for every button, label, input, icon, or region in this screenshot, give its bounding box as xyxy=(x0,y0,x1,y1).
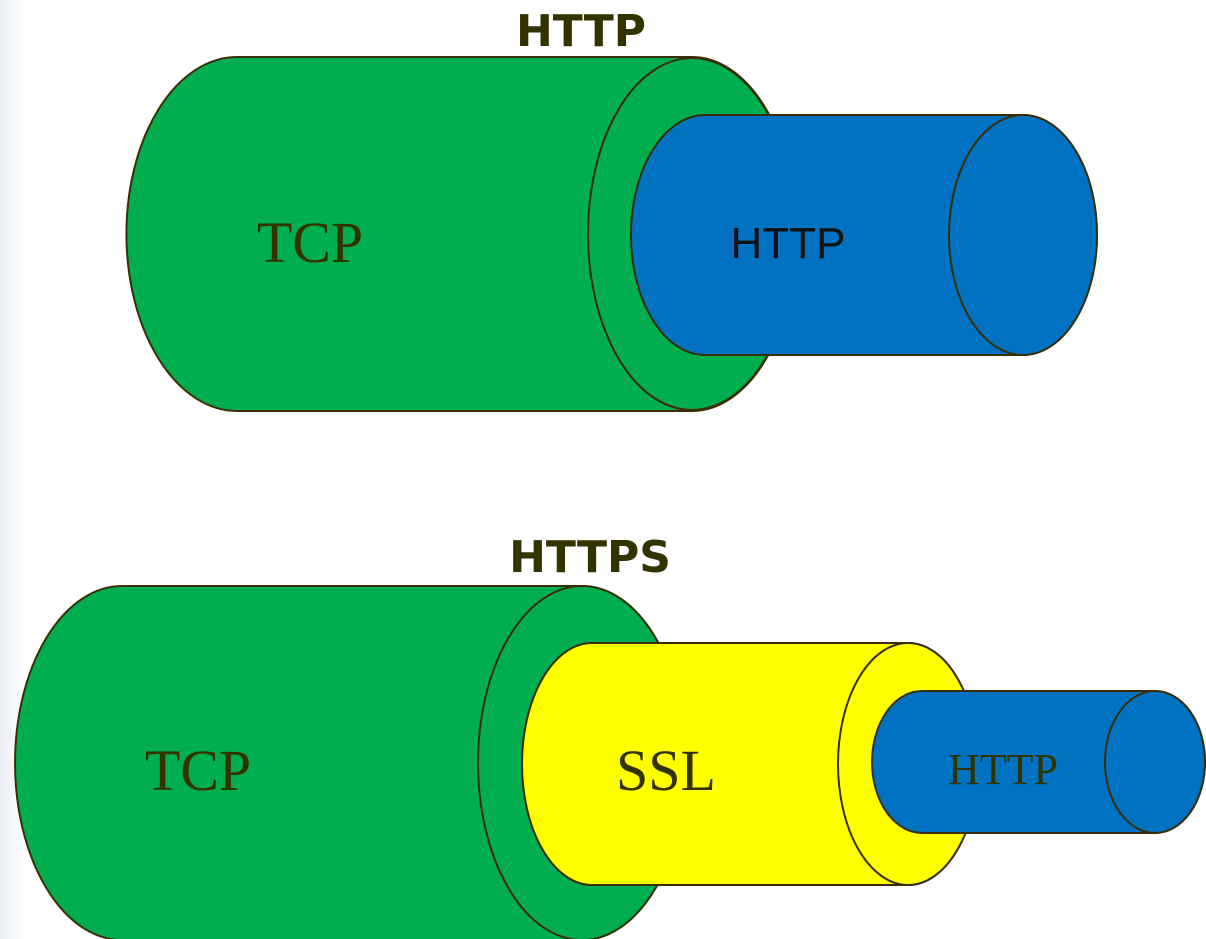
http-diagram-heading: HTTP xyxy=(516,6,646,57)
https-diagram-heading: HTTPS xyxy=(509,532,671,583)
http-tcp-label: TCP xyxy=(257,210,363,275)
http-diagram: HTTP TCP HTTP xyxy=(125,6,1098,412)
https-tcp-label: TCP xyxy=(145,738,251,803)
http-http-label: HTTP xyxy=(731,219,846,268)
http-http-cylinder-end xyxy=(948,114,1098,356)
https-diagram: HTTPS TCP SSL HTTP xyxy=(14,532,1206,939)
https-http-cylinder-end xyxy=(1104,690,1206,834)
https-http-label: HTTP xyxy=(948,745,1058,794)
https-ssl-label: SSL xyxy=(616,738,716,803)
https-http-cylinder xyxy=(871,690,1206,834)
http-http-cylinder xyxy=(630,114,1098,356)
